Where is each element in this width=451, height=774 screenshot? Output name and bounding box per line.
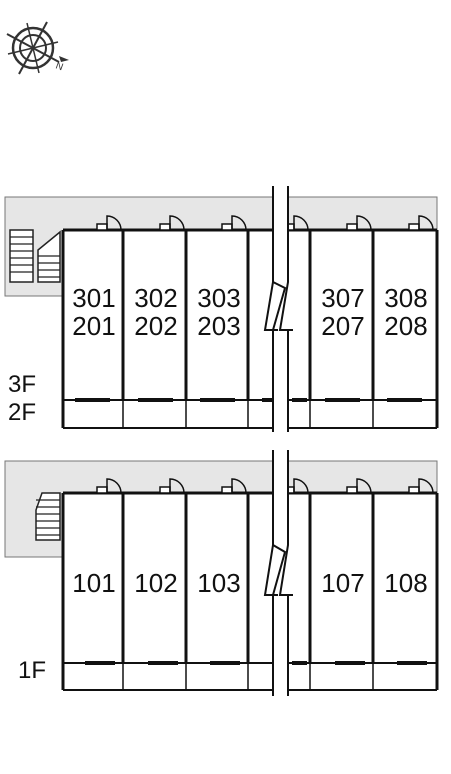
unit-label-201: 201 <box>72 311 115 341</box>
unit-label-302: 302 <box>134 283 177 313</box>
stairs-icon <box>35 492 61 541</box>
unit-label-102: 102 <box>134 568 177 598</box>
lower-block: 101 102 103 107 108 1F <box>4 450 439 696</box>
unit-label-308: 308 <box>384 283 427 313</box>
floor-label-2f: 2F <box>8 399 36 426</box>
unit-label-203: 203 <box>197 311 240 341</box>
floor-label-1f: 1F <box>18 657 46 684</box>
unit-label-307: 307 <box>321 283 364 313</box>
floor-label-3f: 3F <box>8 371 36 398</box>
unit-label-208: 208 <box>384 311 427 341</box>
unit-label-202: 202 <box>134 311 177 341</box>
door-icons <box>96 478 434 494</box>
upper-block: 301 201 302 202 303 203 307 207 308 208 … <box>4 186 439 432</box>
stairs-icon <box>9 229 61 283</box>
break-mark <box>263 450 293 696</box>
break-mark <box>263 186 293 432</box>
upper-unit-labels: 301 201 302 202 303 203 307 207 308 208 <box>72 283 427 341</box>
compass-north-label: N <box>54 60 65 73</box>
unit-label-303: 303 <box>197 283 240 313</box>
lower-unit-labels: 101 102 103 107 108 <box>72 568 427 598</box>
unit-label-108: 108 <box>384 568 427 598</box>
unit-label-107: 107 <box>321 568 364 598</box>
compass-icon: N <box>6 21 69 75</box>
unit-label-103: 103 <box>197 568 240 598</box>
unit-label-207: 207 <box>321 311 364 341</box>
unit-label-301: 301 <box>72 283 115 313</box>
unit-label-101: 101 <box>72 568 115 598</box>
